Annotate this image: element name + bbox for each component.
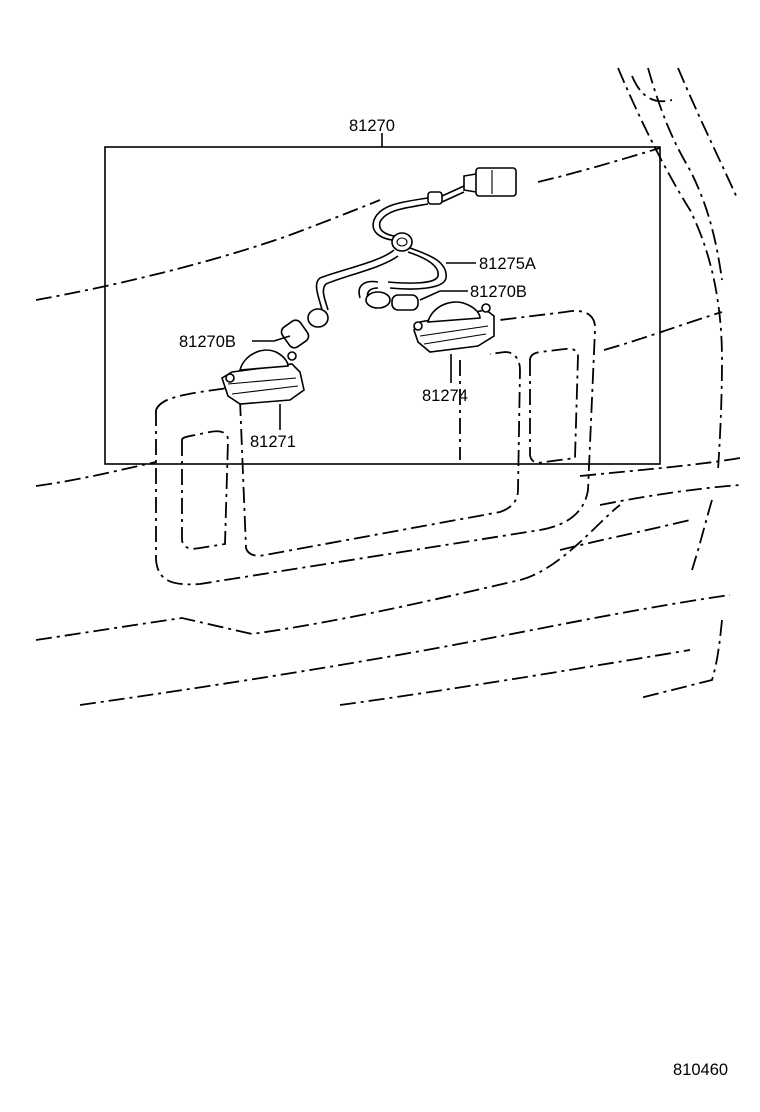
label-81275A: 81275A xyxy=(479,255,536,273)
label-81270B-left: 81270B xyxy=(179,333,236,351)
label-81270B-right: 81270B xyxy=(470,283,527,301)
vehicle-body-outline xyxy=(35,67,741,706)
label-81274: 81274 xyxy=(422,387,468,405)
label-81271: 81271 xyxy=(250,433,296,451)
label-81270: 81270 xyxy=(349,117,395,135)
license-lamp-left xyxy=(221,349,305,405)
leader-lines xyxy=(252,133,476,430)
wire-harness xyxy=(280,167,517,349)
diagram-id: 810460 xyxy=(673,1061,728,1079)
license-lamp-right xyxy=(413,301,495,353)
